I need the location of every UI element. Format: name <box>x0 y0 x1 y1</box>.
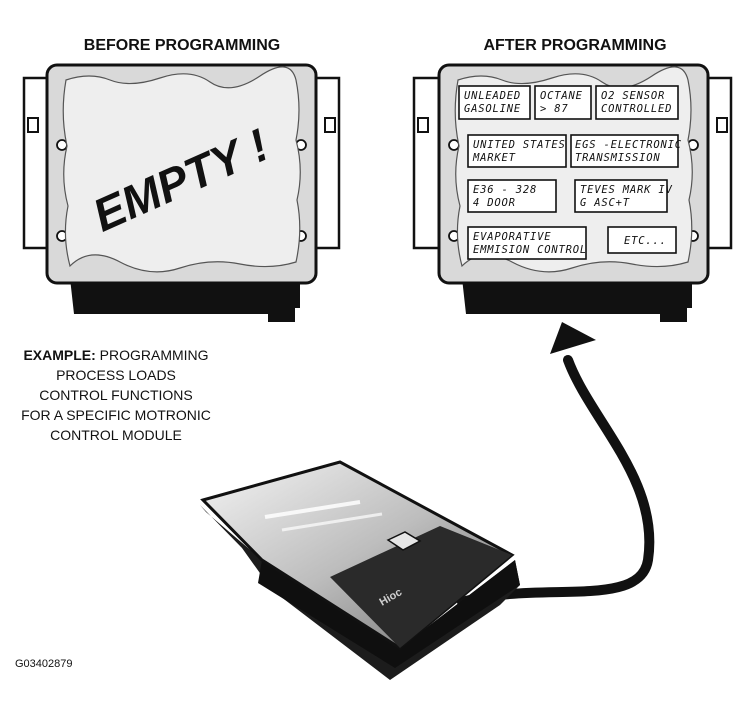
svg-text:G ASC+T: G ASC+T <box>580 197 630 209</box>
svg-text:EGS -ELECTRONIC: EGS -ELECTRONIC <box>575 139 682 151</box>
label-octane: OCTANE > 87 <box>534 85 592 120</box>
programmer-device: Hioc <box>200 460 520 680</box>
svg-text:> 87: > 87 <box>540 103 569 115</box>
label-united-states-market: UNITED STATES MARKET <box>467 134 567 168</box>
svg-text:EMMISION CONTROL: EMMISION CONTROL <box>473 244 587 256</box>
svg-text:TRANSMISSION: TRANSMISSION <box>575 152 660 164</box>
module-base <box>462 278 692 322</box>
svg-text:UNITED STATES: UNITED STATES <box>473 139 566 151</box>
before-control-module: EMPTY ! <box>22 63 341 322</box>
module-base <box>70 278 300 322</box>
svg-text:CONTROLLED: CONTROLLED <box>601 103 672 115</box>
svg-text:CONTROL FUNCTIONS: CONTROL FUNCTIONS <box>39 387 192 403</box>
svg-text:EXAMPLE: PROGRAMMING: EXAMPLE: PROGRAMMING <box>23 347 208 363</box>
svg-text:O2 SENSOR: O2 SENSOR <box>601 90 665 102</box>
svg-text:CONTROL MODULE: CONTROL MODULE <box>50 427 182 443</box>
connector-port <box>386 531 422 551</box>
before-heading: BEFORE PROGRAMMING <box>84 37 280 54</box>
label-teves-mark-iv: TEVES MARK IV G ASC+T <box>574 179 673 213</box>
label-e36-328: E36 - 328 4 DOOR <box>467 179 557 213</box>
example-caption: EXAMPLE: PROGRAMMING PROCESS LOADS CONTR… <box>21 347 211 443</box>
programming-cable-arrow <box>457 322 655 607</box>
svg-text:MARKET: MARKET <box>472 152 516 164</box>
arrow-head <box>550 322 596 354</box>
svg-text:4 DOOR: 4 DOOR <box>473 197 516 209</box>
after-control-module: UNLEADED GASOLINE OCTANE > 87 O2 SENSOR … <box>412 63 733 322</box>
svg-text:E36 - 328: E36 - 328 <box>473 184 537 196</box>
label-unleaded-gasoline: UNLEADED GASOLINE <box>458 85 531 120</box>
caption-bold-label: EXAMPLE: <box>23 347 95 363</box>
svg-text:EVAPORATIVE: EVAPORATIVE <box>473 231 551 243</box>
after-heading: AFTER PROGRAMMING <box>483 37 666 54</box>
svg-text:PROCESS LOADS: PROCESS LOADS <box>56 367 176 383</box>
label-egs-transmission: EGS -ELECTRONIC TRANSMISSION <box>570 134 682 168</box>
label-o2-sensor: O2 SENSOR CONTROLLED <box>595 85 679 120</box>
figure-id: G03402879 <box>15 658 73 670</box>
svg-text:ETC...: ETC... <box>624 235 667 247</box>
svg-text:GASOLINE: GASOLINE <box>464 103 521 115</box>
svg-text:UNLEADED: UNLEADED <box>464 90 521 102</box>
label-etc: ETC... <box>607 226 677 254</box>
label-evaporative-emission: EVAPORATIVE EMMISION CONTROL <box>467 226 587 260</box>
empty-label-screen <box>62 66 301 273</box>
svg-text:OCTANE: OCTANE <box>540 90 583 102</box>
left-bracket <box>412 76 442 250</box>
svg-text:FOR A SPECIFIC MOTRONIC: FOR A SPECIFIC MOTRONIC <box>21 407 211 423</box>
svg-text:TEVES MARK IV: TEVES MARK IV <box>580 184 673 196</box>
